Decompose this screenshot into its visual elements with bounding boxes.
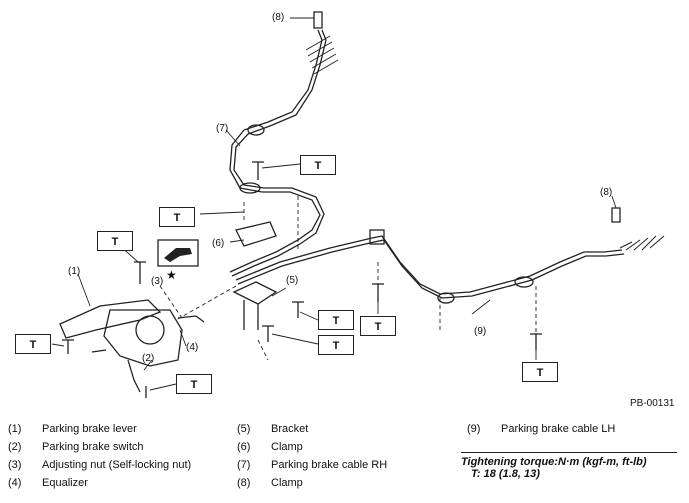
- torque-box-2: T: [159, 207, 195, 227]
- callout-2: (2): [142, 353, 155, 364]
- legend-item: (9) Parking brake cable LH: [467, 420, 615, 438]
- legend-label: Clamp: [271, 441, 303, 453]
- equalizer-4: [177, 315, 205, 323]
- legend-num: (1): [8, 423, 22, 435]
- legend-num: (7): [237, 459, 251, 471]
- leader-t3: [261, 163, 301, 169]
- cable-rh-upper-b: [231, 29, 327, 277]
- legend-item: (7) Parking brake cable RH: [237, 456, 387, 474]
- legend-item: (2) Parking brake switch: [8, 438, 191, 456]
- clamp-6: [235, 221, 277, 247]
- torque-box-4: T: [318, 310, 354, 330]
- lever-ratchet: [135, 315, 165, 345]
- torque-box-8: T: [522, 362, 558, 382]
- legend-num: (6): [237, 441, 251, 453]
- lever-body: [103, 309, 183, 367]
- callout-1: (1): [68, 266, 81, 277]
- legend-item: (3) Adjusting nut (Self-locking nut): [8, 456, 191, 474]
- bracket-right: [369, 229, 385, 245]
- figure-id: PB-00131: [630, 398, 675, 409]
- star-marker: ★: [166, 268, 177, 282]
- callout-8-right: (8): [600, 187, 613, 198]
- bolt-f: [262, 325, 274, 342]
- torque-title: Tightening torque:N·m (kgf-m, ft-lb): [461, 456, 647, 468]
- torque-box-6: T: [318, 335, 354, 355]
- bracket-5: [232, 281, 278, 330]
- legend-item: (5) Bracket: [237, 420, 387, 438]
- legend-label: Parking brake lever: [42, 423, 137, 435]
- torque-divider: [461, 452, 677, 453]
- leader-c1: [77, 273, 91, 307]
- legend-num: (8): [237, 477, 251, 489]
- callout-5: (5): [286, 275, 299, 286]
- callout-9: (9): [474, 326, 487, 337]
- leader-dash-1: [175, 285, 237, 321]
- cable-lh-b: [237, 239, 625, 299]
- callout-6: (6): [212, 238, 225, 249]
- legend-num: (3): [8, 459, 22, 471]
- leader-c6: [229, 239, 245, 243]
- legend-num: (2): [8, 441, 22, 453]
- leader-t4: [299, 311, 319, 321]
- torque-box-7: T: [15, 334, 51, 354]
- leader-t8: [51, 343, 65, 347]
- torque-box-3: T: [97, 231, 133, 251]
- legend-column-2: (5) Bracket (6) Clamp (7) Parking brake cab…: [237, 420, 387, 492]
- bolt-g: [62, 339, 74, 354]
- legend-label: Equalizer: [42, 477, 88, 489]
- clamp-shape-mid: [239, 182, 261, 194]
- legend-num: (4): [8, 477, 22, 489]
- leader-c8b: [611, 195, 617, 209]
- legend-label: Parking brake cable LH: [501, 423, 616, 435]
- legend-label: Parking brake switch: [42, 441, 144, 453]
- leader-c2: [143, 359, 153, 371]
- legend-label: Parking brake cable RH: [271, 459, 388, 471]
- leader-c5: [271, 287, 287, 297]
- legend-item: (8) Clamp: [237, 474, 387, 492]
- bolt-c: [372, 283, 384, 302]
- leader-t9: [149, 383, 177, 391]
- callout-3: (3): [151, 276, 164, 287]
- clamp-8-top: [313, 11, 323, 29]
- cable-rh-spiral: [305, 35, 339, 75]
- clamp-shape-lh: [514, 276, 534, 288]
- legend-column-1: (1) Parking brake lever (2) Parking brake …: [8, 420, 191, 492]
- callout-8-top: (8): [272, 12, 285, 23]
- legend-item: (4) Equalizer: [8, 474, 191, 492]
- legend-label: Bracket: [271, 423, 309, 435]
- lever-bolt-rods: [91, 349, 141, 393]
- torque-value: T: 18 (1.8, 13): [471, 468, 540, 480]
- leader-t2: [199, 211, 245, 215]
- leader-dash-8: [257, 339, 269, 361]
- clamp-8-right: [611, 207, 621, 223]
- legend-num: (9): [467, 423, 481, 435]
- parking-brake-exploded-diagram: [51, 11, 665, 398]
- clamp-shape-upper: [247, 124, 265, 136]
- leader-dash-2: [159, 285, 183, 319]
- legend-label: Clamp: [271, 477, 303, 489]
- clamp-shape-lh2: [437, 292, 455, 304]
- legend-item: (1) Parking brake lever: [8, 420, 191, 438]
- leader-c9: [471, 299, 491, 315]
- callout-4: (4): [186, 342, 199, 353]
- legend-column-3: (9) Parking brake cable LH: [467, 420, 615, 438]
- torque-box-1: T: [300, 155, 336, 175]
- lever-handle: [59, 299, 162, 339]
- legend-num: (5): [237, 423, 251, 435]
- leader-c7: [225, 129, 241, 147]
- torque-box-9: T: [176, 374, 212, 394]
- torque-spec: Tightening torque:N·m (kgf-m, ft-lb) T: …: [461, 452, 677, 480]
- bolt-d: [530, 333, 542, 350]
- leader-t5: [271, 333, 319, 345]
- grease-icon: [164, 248, 192, 262]
- leader-c4: [179, 329, 187, 347]
- legend-label: Adjusting nut (Self-locking nut): [42, 459, 192, 471]
- bolt-e: [292, 301, 304, 318]
- bolt-b: [252, 161, 264, 180]
- bolt-a: [134, 261, 146, 284]
- torque-box-5: T: [360, 316, 396, 336]
- cable-lh-spiral: [619, 235, 665, 251]
- legend-item: (6) Clamp: [237, 438, 387, 456]
- callout-7: (7): [216, 123, 229, 134]
